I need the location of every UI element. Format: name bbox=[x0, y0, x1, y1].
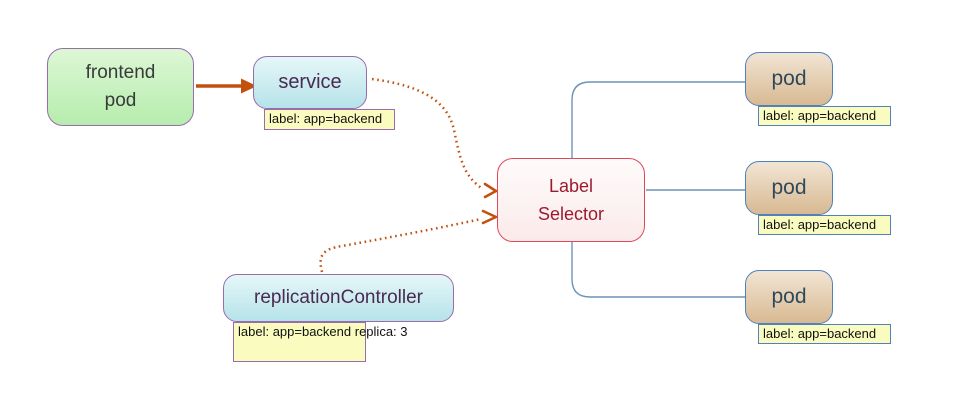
rc-tag-line1: label: app=backend bbox=[238, 324, 352, 339]
pod-node-2: pod bbox=[745, 161, 833, 215]
pod-1-label-tag: label: app=backend bbox=[758, 106, 891, 126]
arrow-frontend-to-service bbox=[196, 78, 257, 94]
connector-selector-to-pod-1 bbox=[571, 81, 745, 158]
service-node: service bbox=[253, 56, 367, 109]
dotted-arrow-service-to-selector bbox=[371, 77, 498, 199]
pod-2-label-tag: label: app=backend bbox=[758, 215, 891, 235]
replication-controller-node: replicationController bbox=[223, 274, 454, 322]
service-label: service bbox=[278, 71, 342, 93]
replication-controller-label-tag: label: app=backend replica: 3 bbox=[233, 322, 408, 362]
label-selector-line1: Label bbox=[548, 176, 594, 196]
replication-controller-label: replicationController bbox=[254, 287, 423, 308]
pod-3-label-tag: label: app=backend bbox=[758, 324, 891, 344]
rc-tag-line2: replica: 3 bbox=[354, 324, 408, 339]
pod-2-label: pod bbox=[771, 176, 807, 199]
pod-node-1: pod bbox=[745, 52, 833, 106]
pod-node-3: pod bbox=[745, 270, 833, 324]
connector-selector-to-pod-3 bbox=[571, 242, 745, 298]
pod-3-label: pod bbox=[771, 285, 807, 308]
dotted-arrow-rc-to-selector bbox=[319, 209, 498, 273]
label-selector-line2: Selector bbox=[537, 204, 605, 224]
frontend-pod-label-line1: frontend bbox=[85, 62, 156, 83]
frontend-pod-node: frontend pod bbox=[47, 48, 194, 126]
frontend-pod-label-line2: pod bbox=[104, 90, 137, 111]
pod-1-label: pod bbox=[771, 67, 807, 90]
service-label-tag: label: app=backend bbox=[264, 109, 395, 130]
label-selector-node: Label Selector bbox=[497, 158, 645, 242]
